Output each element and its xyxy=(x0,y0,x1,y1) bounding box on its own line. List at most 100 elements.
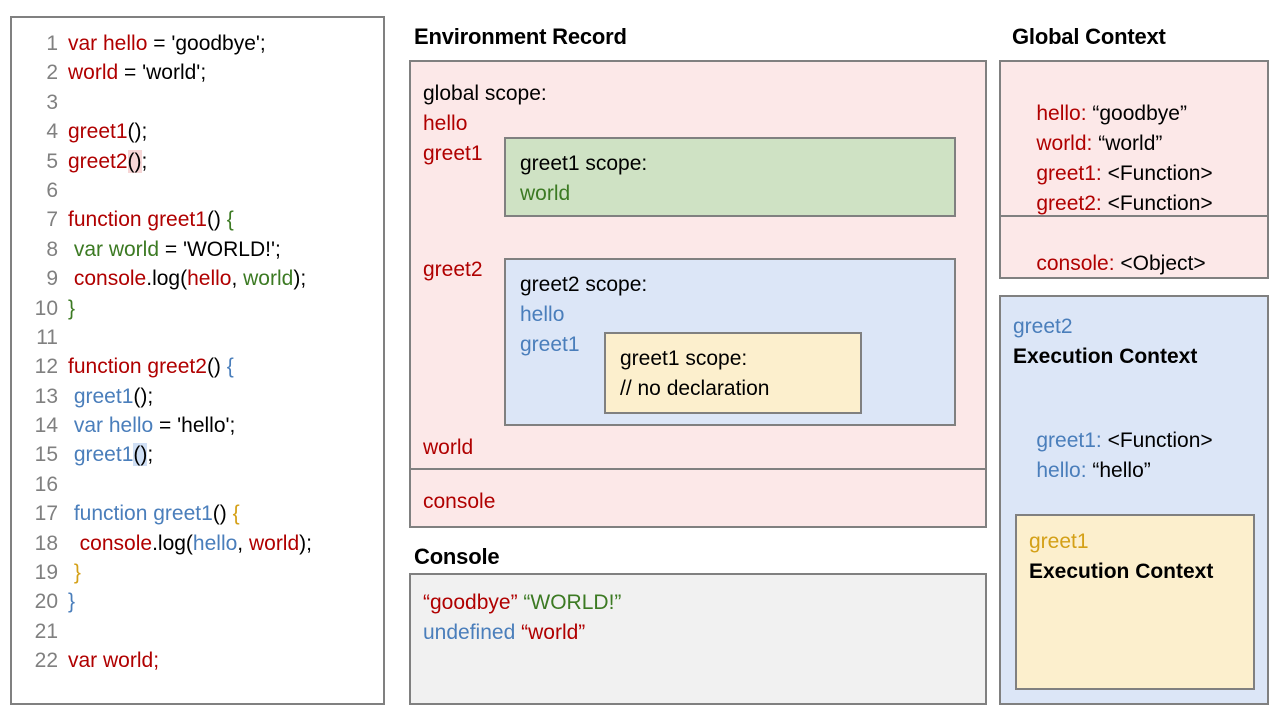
environment-record-panel: global scope: hello greet1 greet2 world … xyxy=(409,60,987,528)
global-entry-greet2: greet2 xyxy=(423,258,483,281)
code-line: 3 xyxy=(20,91,379,120)
code-token: = 'world'; xyxy=(118,61,207,85)
code-token: (); xyxy=(127,120,148,144)
code-token: greet1 xyxy=(68,120,128,144)
greet2-scope-box-blue: greet2 scope: hello greet1 greet1 scope:… xyxy=(504,258,956,426)
line-number: 1 xyxy=(46,32,58,55)
code-line-text: greet2(); xyxy=(58,149,148,174)
code-token: = 'hello'; xyxy=(153,414,236,438)
global-context-panel: hello: “goodbye” world: “world” greet1: … xyxy=(999,60,1269,279)
line-number: 2 xyxy=(46,61,58,85)
line-number: 12 xyxy=(34,355,58,379)
global-context-row: world: “world” xyxy=(1013,108,1162,180)
line-number: 9 xyxy=(46,267,58,291)
global-context-console-row: console: <Object> xyxy=(1013,228,1206,300)
line-number: 3 xyxy=(46,90,58,114)
code-line: 19 } xyxy=(20,561,379,590)
code-token: greet2 xyxy=(68,149,128,173)
execution-context-key: hello: xyxy=(1036,459,1087,482)
code-token: function greet1 xyxy=(68,502,213,526)
code-line: 18 console.log(hello, world); xyxy=(20,532,379,561)
global-context-value: <Object> xyxy=(1114,252,1206,275)
code-line-text: function greet1() { xyxy=(58,208,234,232)
code-token: () xyxy=(212,502,233,526)
code-token: world xyxy=(243,267,294,291)
code-line-text: greet1(); xyxy=(58,385,153,409)
code-token: var world xyxy=(68,237,160,261)
greet1-execution-context-name: greet1 xyxy=(1029,530,1089,553)
code-token: ); xyxy=(293,267,307,291)
line-number: 21 xyxy=(34,619,58,643)
code-token: ; xyxy=(141,149,148,173)
line-number: 16 xyxy=(34,472,58,496)
code-line: 16 xyxy=(20,473,379,502)
execution-context-value: “hello” xyxy=(1086,459,1151,482)
line-number: 5 xyxy=(46,149,58,173)
global-entry-world: world xyxy=(423,436,474,459)
code-token: console xyxy=(79,531,153,555)
code-token: function greet1 xyxy=(68,208,207,232)
code-line-text: function greet2() { xyxy=(58,355,234,379)
code-token: () xyxy=(206,208,227,232)
console-token: “WORLD!” xyxy=(523,591,622,614)
code-line-text: var hello = 'goodbye'; xyxy=(58,32,266,56)
code-token: world xyxy=(248,531,300,555)
code-token: var hello xyxy=(68,414,154,438)
code-line-text: var hello = 'hello'; xyxy=(58,414,236,438)
code-token: (); xyxy=(133,384,154,408)
execution-context-key: greet1: xyxy=(1036,429,1102,452)
code-token: } xyxy=(68,590,76,614)
code-token: function greet2 xyxy=(68,355,207,379)
global-context-value: <Function> xyxy=(1101,192,1213,215)
line-number: 14 xyxy=(34,414,58,438)
code-token: = 'goodbye'; xyxy=(147,32,266,55)
code-token: { xyxy=(232,502,240,526)
code-token: var hello xyxy=(68,32,148,55)
greet1-scope-title: greet1 scope: xyxy=(520,152,648,175)
code-line: 20} xyxy=(20,590,379,619)
code-line-text: } xyxy=(58,590,75,614)
code-line-text: } xyxy=(58,561,81,585)
code-line: 10} xyxy=(20,297,379,326)
global-context-value: “world” xyxy=(1092,132,1163,155)
line-number: 20 xyxy=(34,590,58,614)
greet2-execution-context-row: hello: “hello” xyxy=(1013,435,1151,507)
execution-context-value: <Function> xyxy=(1101,429,1213,452)
environment-record-heading: Environment Record xyxy=(414,24,627,49)
greet2-execution-context-name: greet2 xyxy=(1013,315,1073,338)
line-number: 17 xyxy=(34,502,58,526)
code-token: , xyxy=(237,531,249,555)
greet2-execution-context-panel: greet2 Execution Context greet1: <Functi… xyxy=(999,295,1269,705)
line-number: 10 xyxy=(34,296,58,320)
code-line: 9 console.log(hello, world); xyxy=(20,267,379,296)
environment-record-divider xyxy=(411,468,985,470)
global-context-key: hello: xyxy=(1036,102,1087,125)
code-token: } xyxy=(68,296,76,320)
greet2-execution-context-row: greet1: <Function> xyxy=(1013,405,1213,477)
line-number: 13 xyxy=(34,384,58,408)
code-line-text: var world = 'WORLD!'; xyxy=(58,238,281,262)
code-line: 14 var hello = 'hello'; xyxy=(20,414,379,443)
global-context-key: world: xyxy=(1036,132,1093,155)
greet2-scope-title: greet2 scope: xyxy=(520,273,648,296)
code-token: .log( xyxy=(152,531,193,555)
code-token: { xyxy=(226,208,234,232)
code-line: 13 greet1(); xyxy=(20,385,379,414)
code-line-text: console.log(hello, world); xyxy=(58,532,312,556)
greet1-scope-box-yellow: greet1 scope: // no declaration xyxy=(604,332,862,414)
code-line: 6 xyxy=(20,179,379,208)
code-token: hello xyxy=(192,531,238,555)
code-token: greet1 xyxy=(68,443,134,467)
code-token: ); xyxy=(299,531,312,555)
code-token: , xyxy=(231,267,244,291)
greet1-scope-entry-world: world xyxy=(520,182,571,205)
code-line: 11 xyxy=(20,326,379,355)
code-line-text: } xyxy=(58,297,75,321)
global-scope-label: global scope: xyxy=(423,82,547,105)
